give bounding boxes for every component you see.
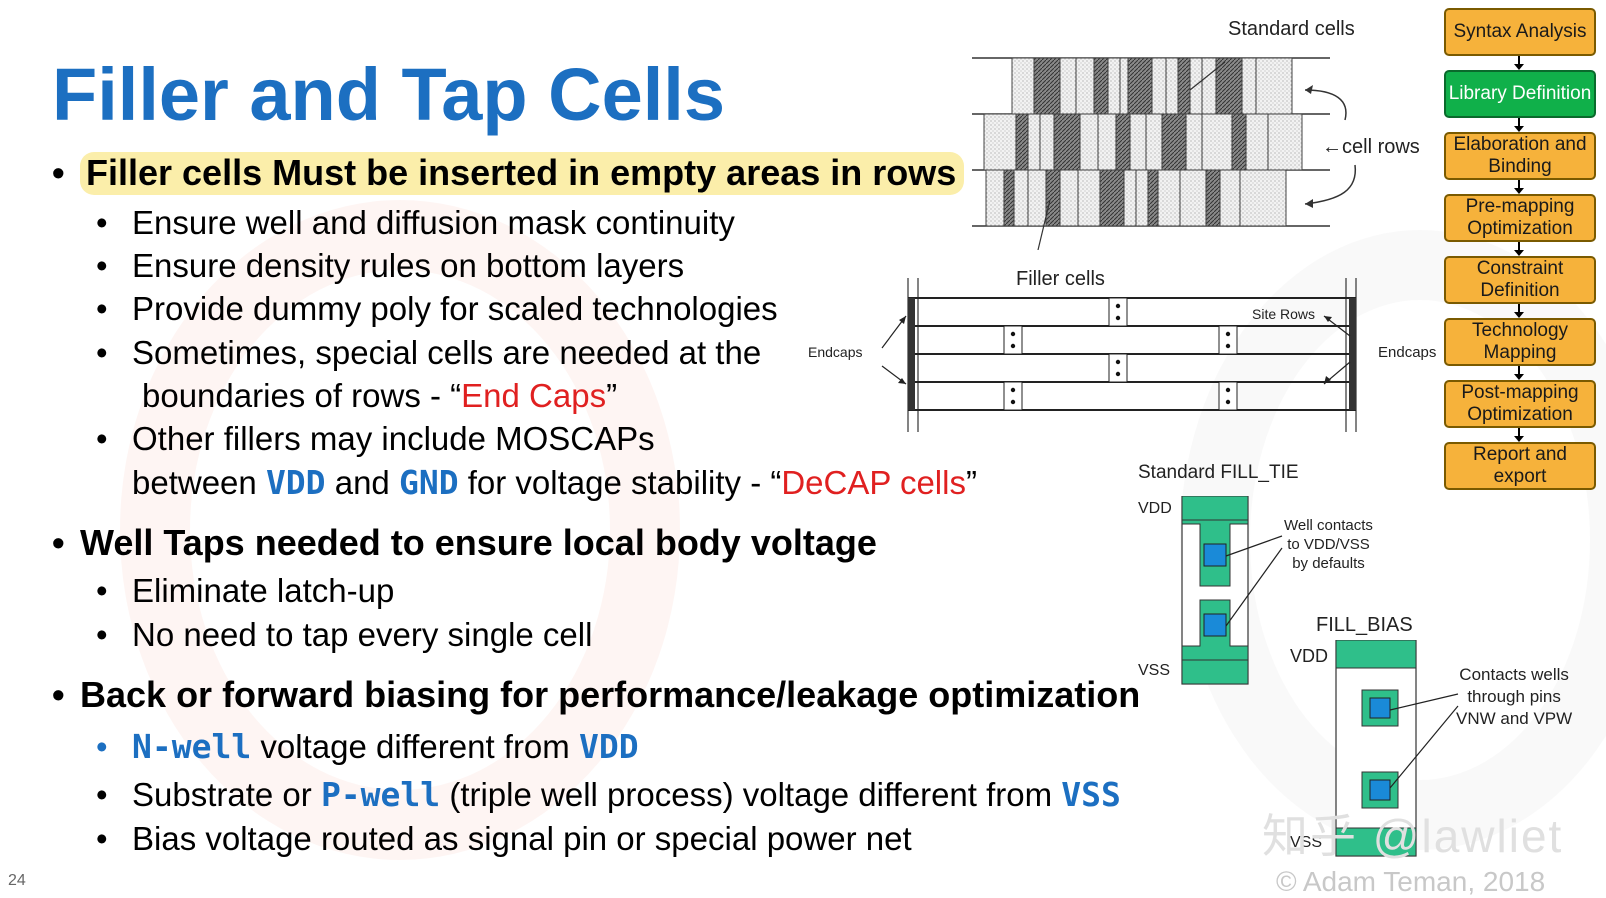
flow-arrowhead: [1514, 312, 1524, 318]
fill-bias-title: FILL_BIAS: [1316, 614, 1413, 636]
slide-number: 24: [8, 872, 26, 889]
text: ”: [965, 464, 977, 501]
flow-step-report: Report and export: [1444, 442, 1596, 490]
end-caps-term: End Caps: [461, 377, 607, 414]
bullet-text: Bias voltage routed as signal pin or spe…: [132, 820, 912, 857]
site-rows-label: Site Rows: [1252, 306, 1316, 322]
flow-step-label: Constraint Definition: [1476, 258, 1564, 301]
text: for voltage stability - “: [458, 464, 782, 501]
standard-cell-rows-diagram: [972, 57, 1356, 250]
fill-bias-vdd-label: VDD: [1290, 646, 1329, 666]
text: between: [132, 464, 266, 501]
flow-step-label: Post-mapping Optimization: [1461, 382, 1579, 425]
bullet-text: Ensure density rules on bottom layers: [132, 247, 685, 284]
nwell-term: N-well: [132, 727, 252, 766]
flow-step-label: Pre-mapping Optimization: [1465, 196, 1575, 239]
bullet-item: •Eliminate latch-up: [96, 572, 395, 609]
flow-arrow: [1518, 56, 1520, 66]
bullet-text: Eliminate latch-up: [132, 572, 395, 609]
text: ”: [606, 377, 618, 414]
bullet-item: •No need to tap every single cell: [96, 616, 593, 653]
flow-step-label: Syntax Analysis: [1453, 21, 1587, 42]
vss-term: VSS: [1061, 775, 1121, 814]
flow-arrowhead: [1514, 436, 1524, 442]
text: Substrate or: [132, 776, 321, 813]
fill-bias-diagram: [1335, 640, 1417, 857]
flow-arrow: [1518, 304, 1520, 314]
flow-arrowhead: [1514, 374, 1524, 380]
flow-step-label: Report and export: [1472, 444, 1567, 487]
bullet-welltap-heading: •Well Taps needed to ensure local body v…: [52, 522, 877, 563]
fill-bias-pointer-lines: [1389, 693, 1459, 789]
gnd-term: GND: [398, 463, 459, 502]
bullet-continuation: boundaries of rows - “End Caps”: [142, 377, 617, 415]
flow-arrow: [1518, 366, 1520, 376]
flow-step-constraint: Constraint Definition: [1444, 256, 1596, 304]
text: voltage different from: [251, 728, 579, 765]
bullet-text: Sometimes, special cells are needed at t…: [132, 334, 762, 371]
flow-step-library-definition: Library Definition: [1444, 70, 1596, 118]
endcaps-right-label: Endcaps: [1378, 344, 1437, 361]
flow-step-elaboration: Elaboration and Binding: [1444, 132, 1596, 180]
bullet-item-endcaps: •Sometimes, special cells are needed at …: [96, 334, 762, 371]
bullet-item-nwell: •N-well voltage different from VDD: [96, 727, 639, 766]
standard-cells-label: Standard cells: [1228, 18, 1355, 40]
bullet-filler-heading: •Filler cells Must be inserted in empty …: [52, 152, 965, 195]
bullet-text: Other fillers may include MOSCAPs: [132, 420, 655, 457]
copyright: © Adam Teman, 2018: [1276, 866, 1546, 897]
flow-step-technology-mapping: Technology Mapping: [1444, 318, 1596, 366]
bullet-item: •Provide dummy poly for scaled technolog…: [96, 290, 778, 327]
flow-step-label: Elaboration and Binding: [1453, 134, 1587, 177]
flow-arrow: [1518, 242, 1520, 252]
bullet-item-moscap: •Other fillers may include MOSCAPs: [96, 420, 655, 457]
fill-tie-pointer-lines: [1225, 535, 1283, 627]
flow-arrowhead: [1514, 126, 1524, 132]
flow-arrow: [1518, 118, 1520, 128]
flow-step-label: Library Definition: [1448, 83, 1592, 104]
vdd-term: VDD: [578, 727, 639, 766]
bullet-continuation: between VDD and GND for voltage stabilit…: [132, 463, 977, 502]
flow-step-label: Technology Mapping: [1471, 320, 1569, 363]
fill-tie-vss-label: VSS: [1138, 662, 1171, 679]
slide-title: Filler and Tap Cells: [52, 53, 726, 136]
site-rows-diagram: [881, 278, 1357, 432]
text: (triple well process) voltage different …: [440, 776, 1062, 813]
flow-arrow: [1518, 428, 1520, 438]
text: and: [325, 464, 399, 501]
flow-step-syntax-analysis: Syntax Analysis: [1444, 8, 1596, 56]
bullet-text: Provide dummy poly for scaled technologi…: [132, 290, 778, 327]
flow-step-pre-mapping: Pre-mapping Optimization: [1444, 194, 1596, 242]
filler-heading-text: Filler cells Must be inserted in empty a…: [80, 152, 965, 195]
bullet-item-pwell: •Substrate or P-well (triple well proces…: [96, 775, 1121, 814]
bullet-item: •Ensure density rules on bottom layers: [96, 247, 685, 284]
flow-step-post-mapping: Post-mapping Optimization: [1444, 380, 1596, 428]
text: boundaries of rows - “: [142, 377, 462, 414]
decap-term: DeCAP cells: [781, 464, 966, 501]
bullet-bias-heading: •Back or forward biasing for performance…: [52, 674, 1141, 715]
bullet-text: No need to tap every single cell: [132, 616, 593, 653]
fill-tie-vdd-label: VDD: [1138, 500, 1172, 517]
fill-tie-diagram: [1181, 496, 1249, 685]
zhihu-watermark: 知乎 @lawliet: [1262, 810, 1564, 862]
flow-arrowhead: [1514, 188, 1524, 194]
bullet-item: •Ensure well and diffusion mask continui…: [96, 204, 735, 241]
flow-arrowhead: [1514, 250, 1524, 256]
contacts-wells-label: Contacts wells through pins VNW and VPW: [1456, 665, 1573, 728]
fill-bias-vss-label: VSS: [1290, 834, 1323, 851]
cell-rows-label: ←cell rows: [1322, 136, 1420, 158]
bullet-text: Ensure well and diffusion mask continuit…: [132, 204, 735, 241]
well-contacts-label: Well contacts to VDD/VSS by defaults: [1284, 517, 1373, 572]
vdd-term: VDD: [265, 463, 326, 502]
welltap-heading-text: Well Taps needed to ensure local body vo…: [80, 522, 877, 563]
flow-arrowhead: [1514, 64, 1524, 70]
flow-arrow: [1518, 180, 1520, 190]
fill-tie-title: Standard FILL_TIE: [1138, 462, 1299, 483]
endcaps-left-label: Endcaps: [808, 344, 863, 360]
bias-heading-text: Back or forward biasing for performance/…: [80, 674, 1141, 715]
bullet-item: •Bias voltage routed as signal pin or sp…: [96, 820, 912, 857]
pwell-term: P-well: [320, 775, 441, 814]
filler-cells-label: Filler cells: [1016, 268, 1105, 290]
